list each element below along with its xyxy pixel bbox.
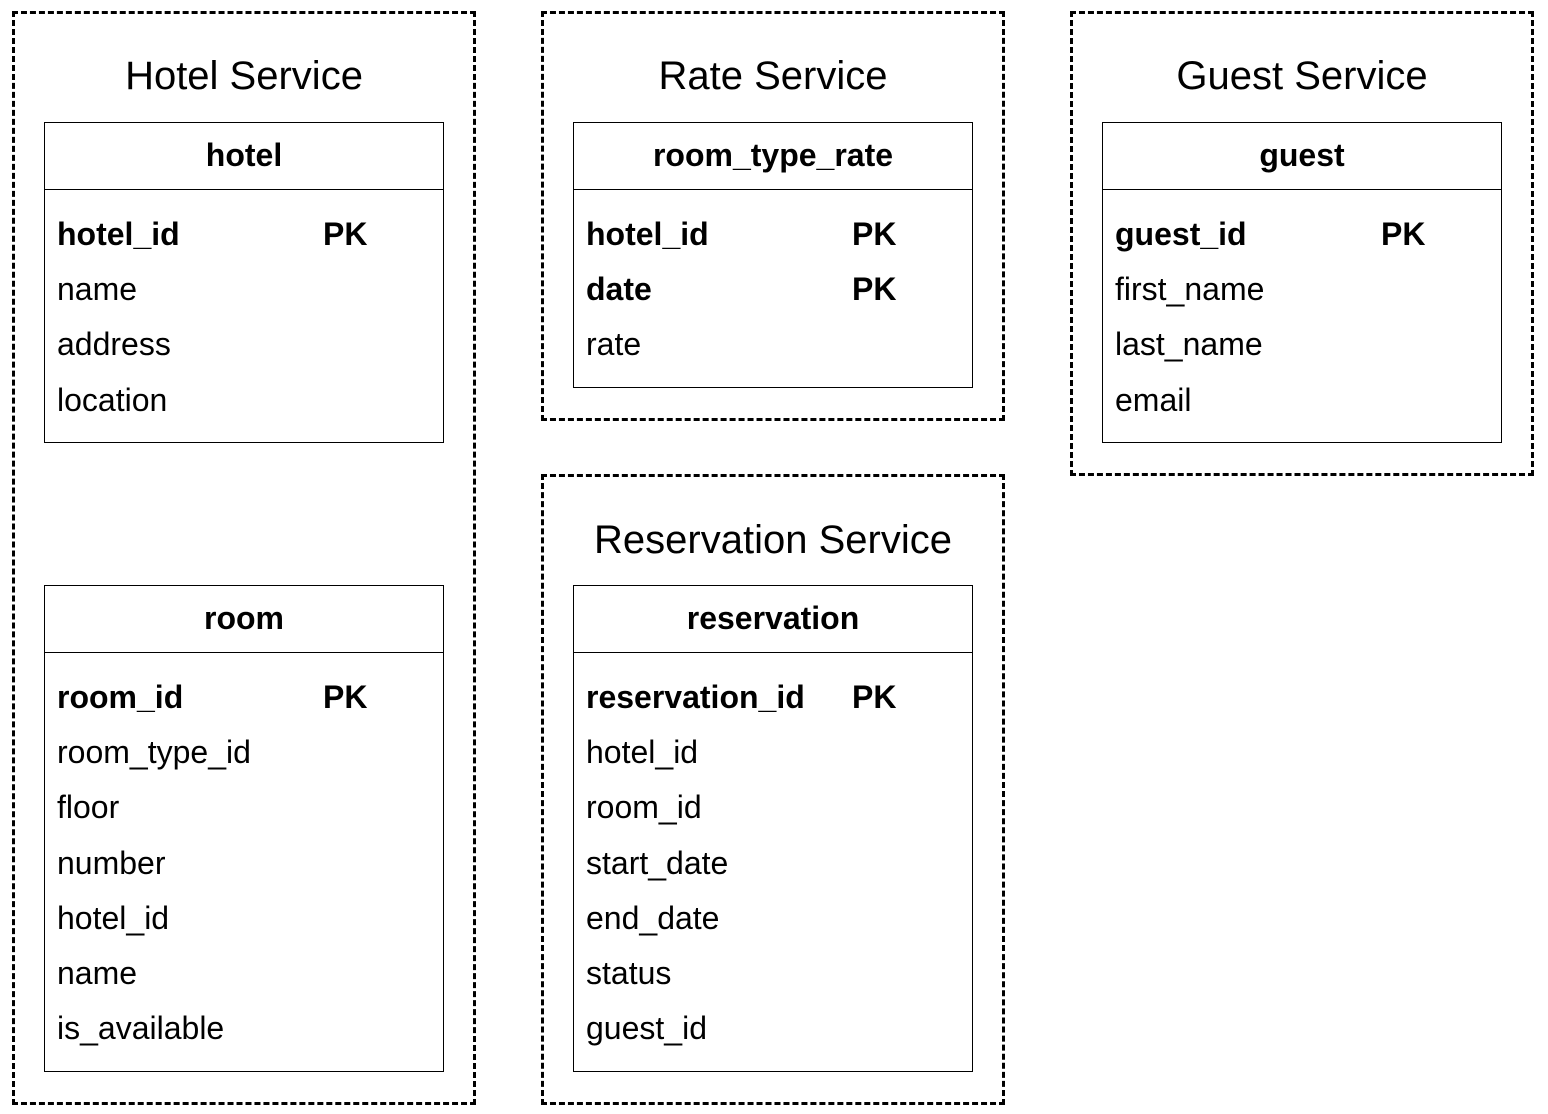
- attribute-row: location: [45, 373, 443, 428]
- attribute-row: address: [45, 317, 443, 372]
- rate-service-title: Rate Service: [658, 54, 888, 98]
- primary-key-badge: PK: [1381, 216, 1426, 252]
- reservation-service-title: Reservation Service: [594, 518, 952, 562]
- primary-key-column-name: hotel_id: [586, 216, 709, 252]
- column-name: is_available: [57, 1010, 225, 1047]
- column-name: start_date: [586, 844, 729, 881]
- column-name: guest_id: [586, 1010, 707, 1047]
- primary-key-badge: PK: [852, 679, 897, 715]
- reservation-attribute-list: reservation_id PK hotel_id room_id start_dat…: [574, 653, 972, 1056]
- column-name: hotel_id: [586, 734, 699, 771]
- attribute-row: name: [45, 262, 443, 317]
- attribute-row: hotel_id: [45, 891, 443, 946]
- primary-key-badge: PK: [323, 679, 368, 715]
- room-table-name: room: [45, 586, 443, 653]
- reservation-table-name: reservation: [574, 586, 972, 653]
- primary-key-column-name: guest_id: [1115, 216, 1247, 252]
- primary-key-column-name: date: [586, 271, 652, 308]
- attribute-row: hotel_id PK: [45, 207, 443, 262]
- guest-service-title: Guest Service: [1176, 54, 1428, 98]
- attribute-row: status: [574, 946, 972, 1001]
- attribute-row: number: [45, 836, 443, 891]
- attribute-row: floor: [45, 780, 443, 835]
- rate-service-boundary: Rate Service: [541, 11, 1005, 421]
- guest-table-name: guest: [1103, 123, 1501, 190]
- hotel-attribute-list: hotel_id PK name address location: [45, 190, 443, 428]
- attribute-row: room_id PK: [45, 670, 443, 725]
- primary-key-column-name: reservation_id: [586, 679, 805, 715]
- column-name: hotel_id: [57, 899, 170, 936]
- attribute-row: reservation_id PK: [574, 670, 972, 725]
- attribute-row: email: [1103, 373, 1501, 428]
- attribute-row: guest_id PK: [1103, 207, 1501, 262]
- attribute-row: last_name: [1103, 317, 1501, 372]
- column-name: number: [57, 844, 166, 881]
- column-name: room_id: [586, 789, 702, 826]
- reservation-service-boundary: Reservation Service: [541, 474, 1005, 1105]
- column-name: address: [57, 326, 171, 363]
- guest-service-boundary: Guest Service: [1070, 11, 1534, 476]
- attribute-row: is_available: [45, 1001, 443, 1056]
- column-name: last_name: [1115, 326, 1263, 363]
- column-name: email: [1115, 381, 1192, 418]
- primary-key-badge: PK: [323, 216, 368, 252]
- attribute-row: guest_id: [574, 1001, 972, 1056]
- primary-key-column-name: room_id: [57, 679, 184, 715]
- attribute-row: rate: [574, 317, 972, 372]
- primary-key-badge: PK: [852, 271, 897, 308]
- attribute-row: date PK: [574, 262, 972, 317]
- attribute-row: start_date: [574, 836, 972, 891]
- room-type-rate-table-name: room_type_rate: [574, 123, 972, 190]
- column-name: floor: [57, 789, 120, 826]
- column-name: status: [586, 954, 672, 991]
- column-name: name: [57, 271, 138, 308]
- column-name: first_name: [1115, 271, 1265, 308]
- attribute-row: room_type_id: [45, 725, 443, 780]
- attribute-row: first_name: [1103, 262, 1501, 317]
- attribute-row: room_id: [574, 780, 972, 835]
- primary-key-badge: PK: [852, 216, 897, 252]
- column-name: room_type_id: [57, 734, 251, 771]
- column-name: end_date: [586, 899, 720, 936]
- attribute-row: name: [45, 946, 443, 1001]
- hotel-table-name: hotel: [45, 123, 443, 190]
- hotel-service-boundary: Hotel Service: [12, 11, 476, 1105]
- hotel-table: hotel hotel_id PK name address location: [44, 122, 444, 443]
- attribute-row: hotel_id PK: [574, 207, 972, 262]
- hotel-service-title: Hotel Service: [125, 54, 363, 98]
- column-name: location: [57, 381, 168, 418]
- column-name: rate: [586, 326, 642, 363]
- column-name: name: [57, 954, 138, 991]
- attribute-row: hotel_id: [574, 725, 972, 780]
- primary-key-column-name: hotel_id: [57, 216, 180, 252]
- attribute-row: end_date: [574, 891, 972, 946]
